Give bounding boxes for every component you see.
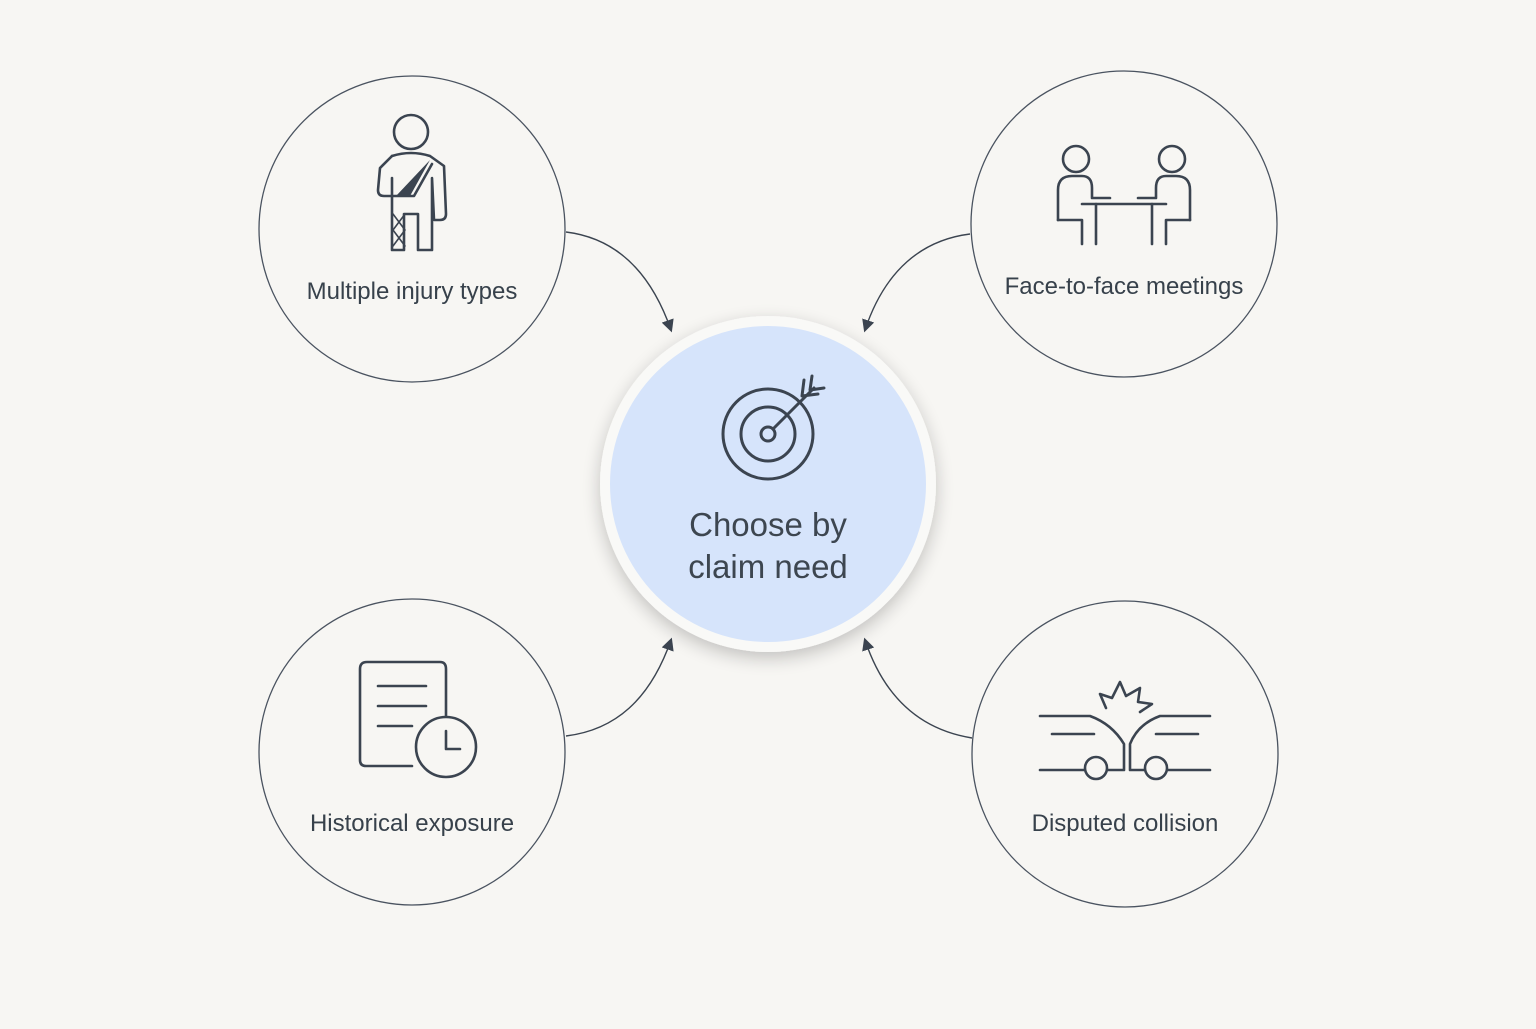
node-meeting-circle	[970, 70, 1278, 378]
node-label-injury: Multiple injury types	[306, 278, 518, 305]
connector-injury	[565, 231, 674, 333]
node-label-meeting: Face-to-face meetings	[1004, 273, 1244, 300]
center-title: Choose by claim need	[618, 504, 918, 588]
node-label-history: Historical exposure	[309, 810, 515, 837]
node-history-circle	[258, 598, 566, 906]
injured-person-icon	[376, 113, 448, 252]
target-arrow-icon	[721, 374, 826, 481]
center-title-line1: Choose by	[689, 506, 847, 543]
car-collision-icon	[1038, 680, 1212, 781]
document-clock-icon	[358, 660, 478, 779]
connector-meeting	[862, 233, 971, 333]
connector-history	[565, 637, 674, 737]
connector-collision	[862, 637, 973, 739]
node-label-collision: Disputed collision	[1031, 810, 1219, 837]
center-node-circle	[610, 326, 926, 642]
center-title-line2: claim need	[688, 548, 848, 585]
two-people-table-icon	[1056, 144, 1192, 246]
node-injury-circle	[258, 75, 566, 383]
node-collision-circle	[971, 600, 1279, 908]
